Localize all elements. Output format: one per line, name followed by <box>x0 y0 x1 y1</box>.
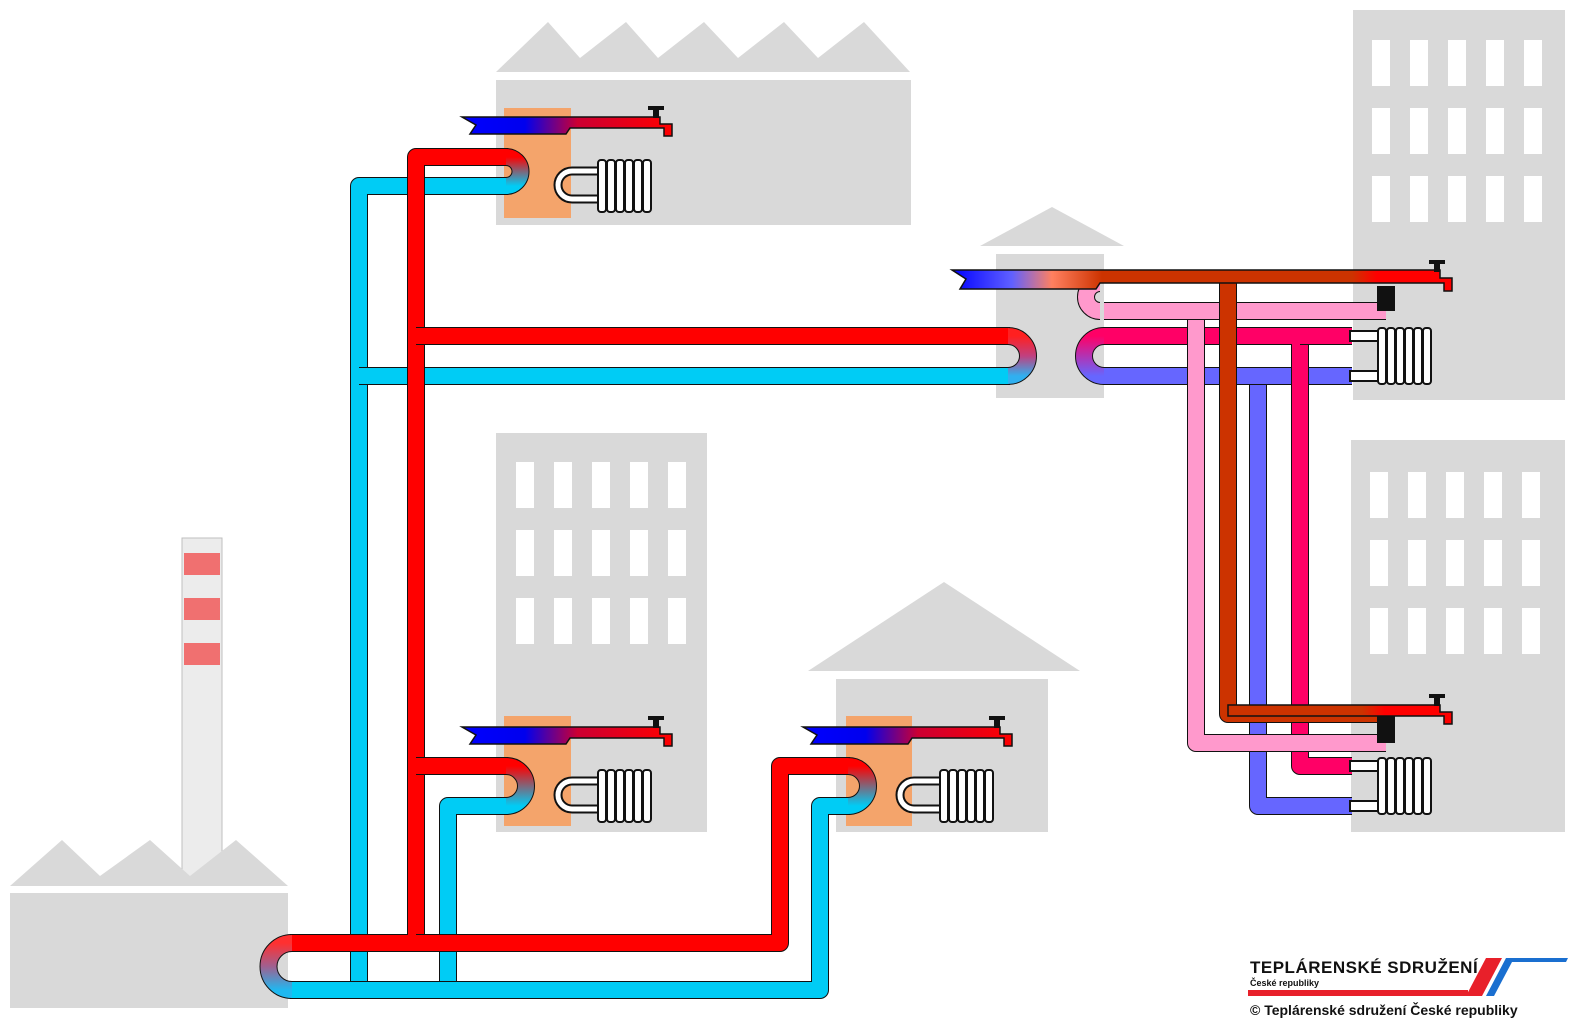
logo-title: TEPLÁRENSKÉ SDRUŽENÍ <box>1250 958 1479 977</box>
radiator-icon <box>895 769 994 823</box>
copyright-notice: © Teplárenské sdružení České republiky <box>1250 1002 1518 1018</box>
exchanger-bends <box>259 148 1037 999</box>
logo-subtitle: České republiky <box>1250 978 1320 988</box>
heating-plant <box>10 537 288 1008</box>
radiator-icon <box>1349 327 1432 385</box>
tap-icon <box>459 716 673 747</box>
radiator-icon <box>1349 757 1432 815</box>
logo-mark <box>1248 958 1568 996</box>
tap-icon <box>949 260 1453 292</box>
tap-icon <box>459 106 673 137</box>
supply-pipes <box>290 148 1010 952</box>
tap-icon <box>800 716 1013 747</box>
radiator-icon <box>553 769 652 823</box>
return-pipes <box>290 177 1010 999</box>
hot-water-pipes <box>1077 274 1395 752</box>
tap-icon <box>1227 694 1453 725</box>
radiator-icon <box>553 159 652 213</box>
